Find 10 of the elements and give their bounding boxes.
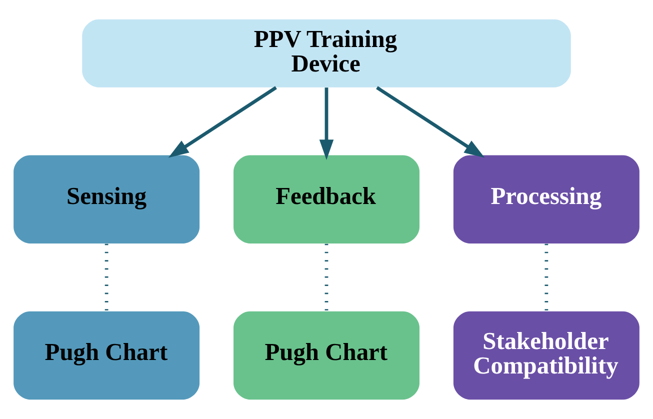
arrow <box>376 86 485 158</box>
arrow <box>319 88 334 160</box>
arrow <box>168 86 277 158</box>
node-box: Pugh Chart <box>14 311 200 400</box>
node-box: Feedback <box>234 155 420 244</box>
node-box: PPV Training Device <box>82 19 571 88</box>
node-box: Processing <box>453 155 640 244</box>
node-box: Pugh Chart <box>234 311 420 400</box>
node-box: Sensing <box>14 155 200 244</box>
node-box: Stakeholder Compatibility <box>453 311 640 400</box>
